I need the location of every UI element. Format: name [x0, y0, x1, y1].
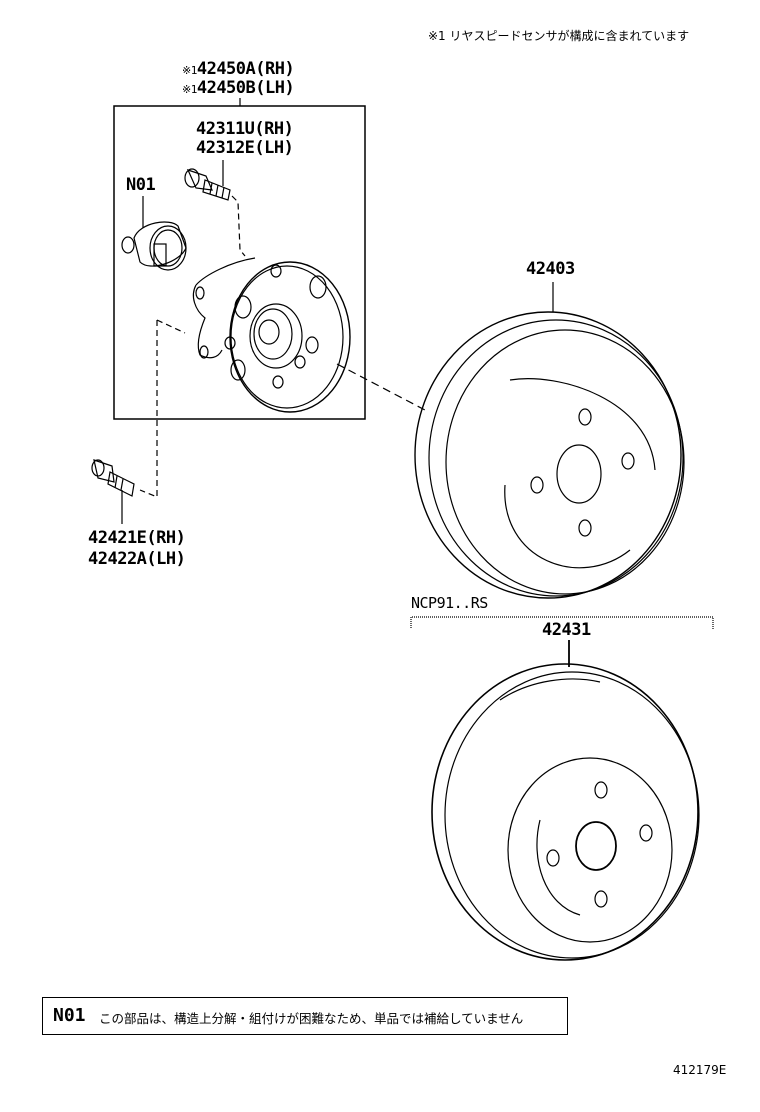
hub-assembly-label-rh[interactable]: ※142450A(RH) — [182, 59, 295, 80]
part-number-42421E[interactable]: 42421E(RH) — [88, 528, 186, 548]
illustration-id: 412179E — [673, 1063, 727, 1077]
hub-assembly-label-lh[interactable]: ※142450B(LH) — [182, 78, 295, 99]
part-number-42312E[interactable]: 42312E(LH) — [196, 138, 294, 158]
footnote-text: この部品は、構造上分解・組付けが困難なため、単品では補給していません — [99, 1011, 524, 1026]
footnote-marker: ※1 — [182, 83, 197, 96]
part-number-42403[interactable]: 42403 — [526, 259, 575, 279]
sensor-cap-drawing — [121, 221, 187, 271]
model-condition-label: NCP91..RS — [411, 594, 488, 612]
hub-bolt-drawing — [184, 168, 231, 201]
part-number-42311U[interactable]: 42311U(RH) — [196, 119, 294, 139]
footnote-marker: ※1 — [182, 64, 197, 77]
footnote-code: N01 — [53, 1005, 86, 1026]
brake-disc-drawing — [431, 663, 700, 961]
footnote-box: N01 この部品は、構造上分解・組付けが困難なため、単品では補給していません — [42, 997, 568, 1035]
part-code-N01[interactable]: N01 — [126, 175, 156, 195]
header-note: ※1 リヤスピードセンサが構成に含まれています — [428, 29, 690, 43]
part-number-42431[interactable]: 42431 — [542, 620, 591, 640]
brake-drum-drawing — [414, 311, 685, 599]
mount-bolt-drawing — [91, 459, 135, 497]
part-number-42422A[interactable]: 42422A(LH) — [88, 549, 186, 569]
part-number-42450B[interactable]: 42450B(LH) — [196, 78, 295, 98]
part-number-42450A[interactable]: 42450A(RH) — [196, 59, 295, 79]
hub-drawing — [192, 257, 351, 413]
